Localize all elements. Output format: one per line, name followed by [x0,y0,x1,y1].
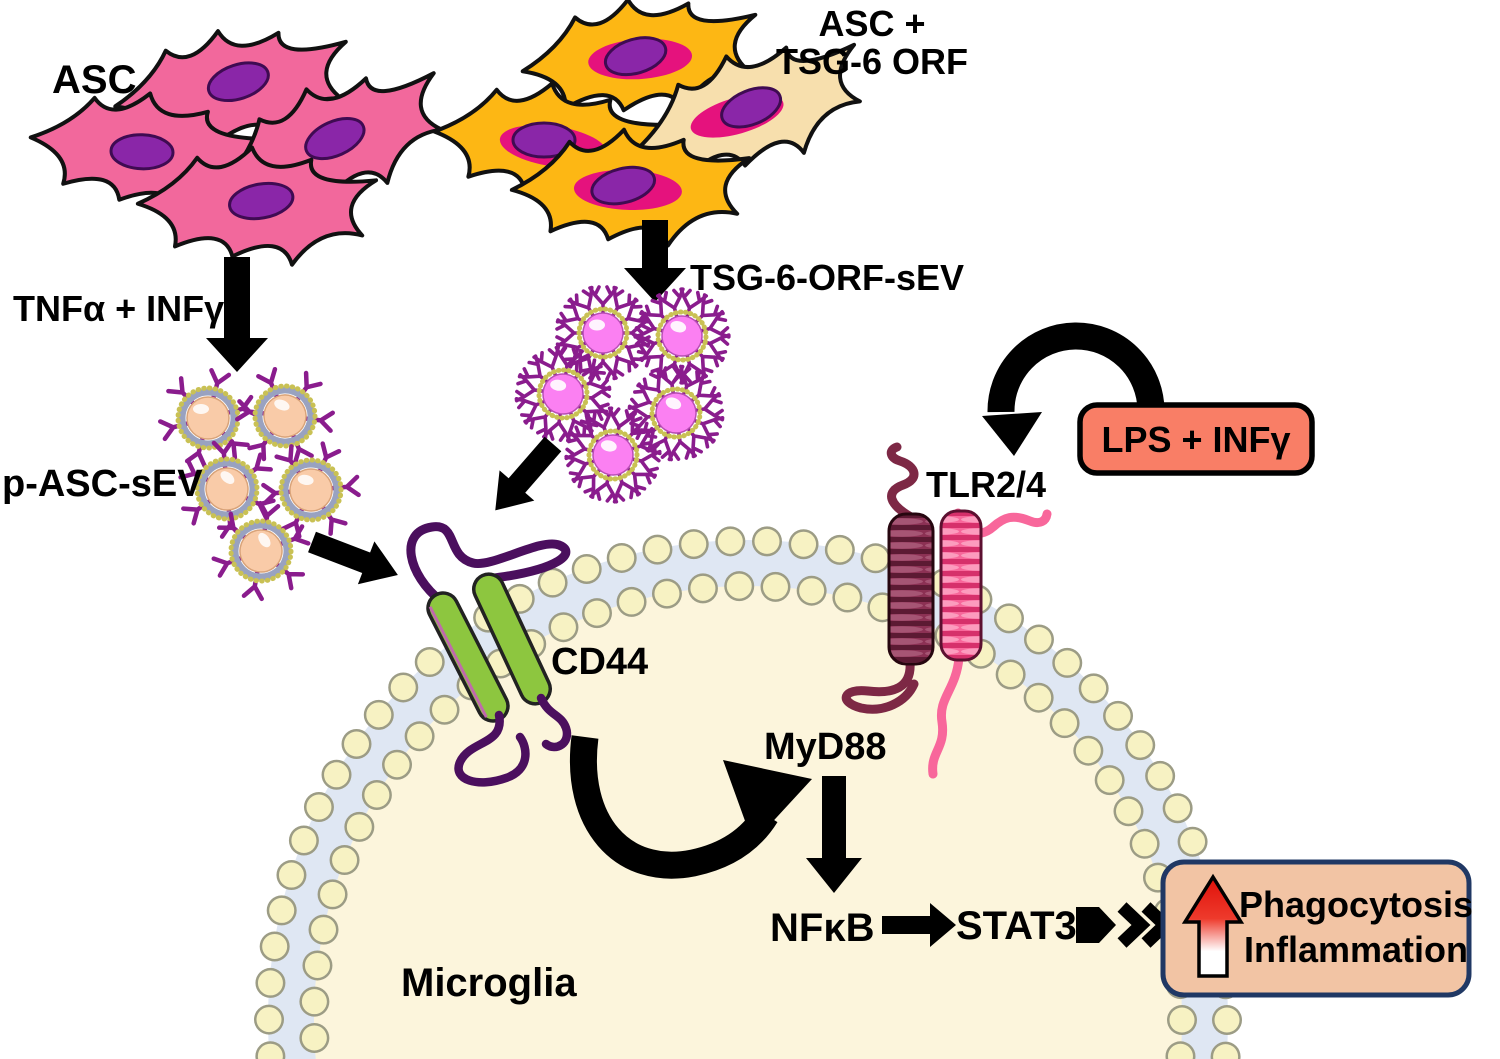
cd44-tail-left [454,710,530,787]
outcome-label-line1: Phagocytosis [1239,884,1473,925]
myd88-label: MyD88 [764,726,887,768]
cell-nucleus [304,117,366,161]
cell-nucleus [206,61,270,103]
lps-label: LPS + INFγ [1101,419,1290,460]
cd44-tail-right [536,693,572,752]
arrow-orf-to-sev [624,220,686,302]
lps-box [1077,402,1315,476]
outcome-box-rect [1160,859,1472,998]
asc-orf-label-line1: ASC + [818,3,925,44]
membrane-bilayer-band [268,540,1228,1059]
cell-nucleus [590,165,657,206]
arrow-cd44-to-myd88 [570,735,778,879]
tlr24-receptor [842,442,1052,779]
tlr-pink-bottom-tail [928,653,964,779]
cell-nucleus [228,181,295,221]
cell-nucleus [511,121,577,159]
arrow-lps-to-tlr [987,322,1165,413]
membrane-inner-heads [301,573,1195,1059]
outcome-label-line2: Inflammation [1244,929,1468,970]
arrow-lps-to-tlr-head [982,412,1042,456]
tsg6-orf-sev-vesicles [511,279,739,510]
tlr24-label: TLR2/4 [926,464,1046,505]
microglia-label: Microglia [401,961,577,1005]
cd44-receptor [406,522,572,787]
stat3-label: STAT3 [956,904,1077,948]
asc-cells-illustration [20,15,464,273]
tnf-inf-label: TNFα + INFγ [13,288,224,329]
tlr-dark-bottom-tail [842,657,919,714]
arrow-tsg6-to-cd44 [495,436,562,511]
tlr-dark-top-tail [886,442,919,522]
arrow-cd44-to-myd88-head [723,760,812,843]
arrow-nfkb-to-stat3 [882,903,956,947]
cell-nucleus [109,133,175,171]
tsg6-orf-sev-label: TSG-6-ORF-sEV [690,257,964,298]
asc-tsg6-cells-illustration [425,0,881,248]
cell-nucleus [603,36,668,77]
tlr-coil-dark [887,512,935,666]
asc-orf-label-line2: TSG-6 ORF [776,41,968,82]
cd44-extracellular-loop [406,522,571,606]
increase-arrow-icon [1181,873,1245,978]
asc-label: ASC [52,58,136,102]
cell-nucleus [720,86,783,129]
membrane-outer-heads [256,528,1240,1059]
cd44-label: CD44 [551,641,648,683]
arrow-myd88-to-nfkb [806,776,862,893]
p-asc-sev-label: p-ASC-sEV [2,463,203,505]
arrow-asc-to-sev [206,257,268,372]
nfkb-label: NFκB [770,906,875,950]
outcome-box: Phagocytosis Inflammation [1160,859,1473,998]
arrow-pasc-to-cd44 [308,531,398,585]
tlr-coil-pink [939,509,983,662]
